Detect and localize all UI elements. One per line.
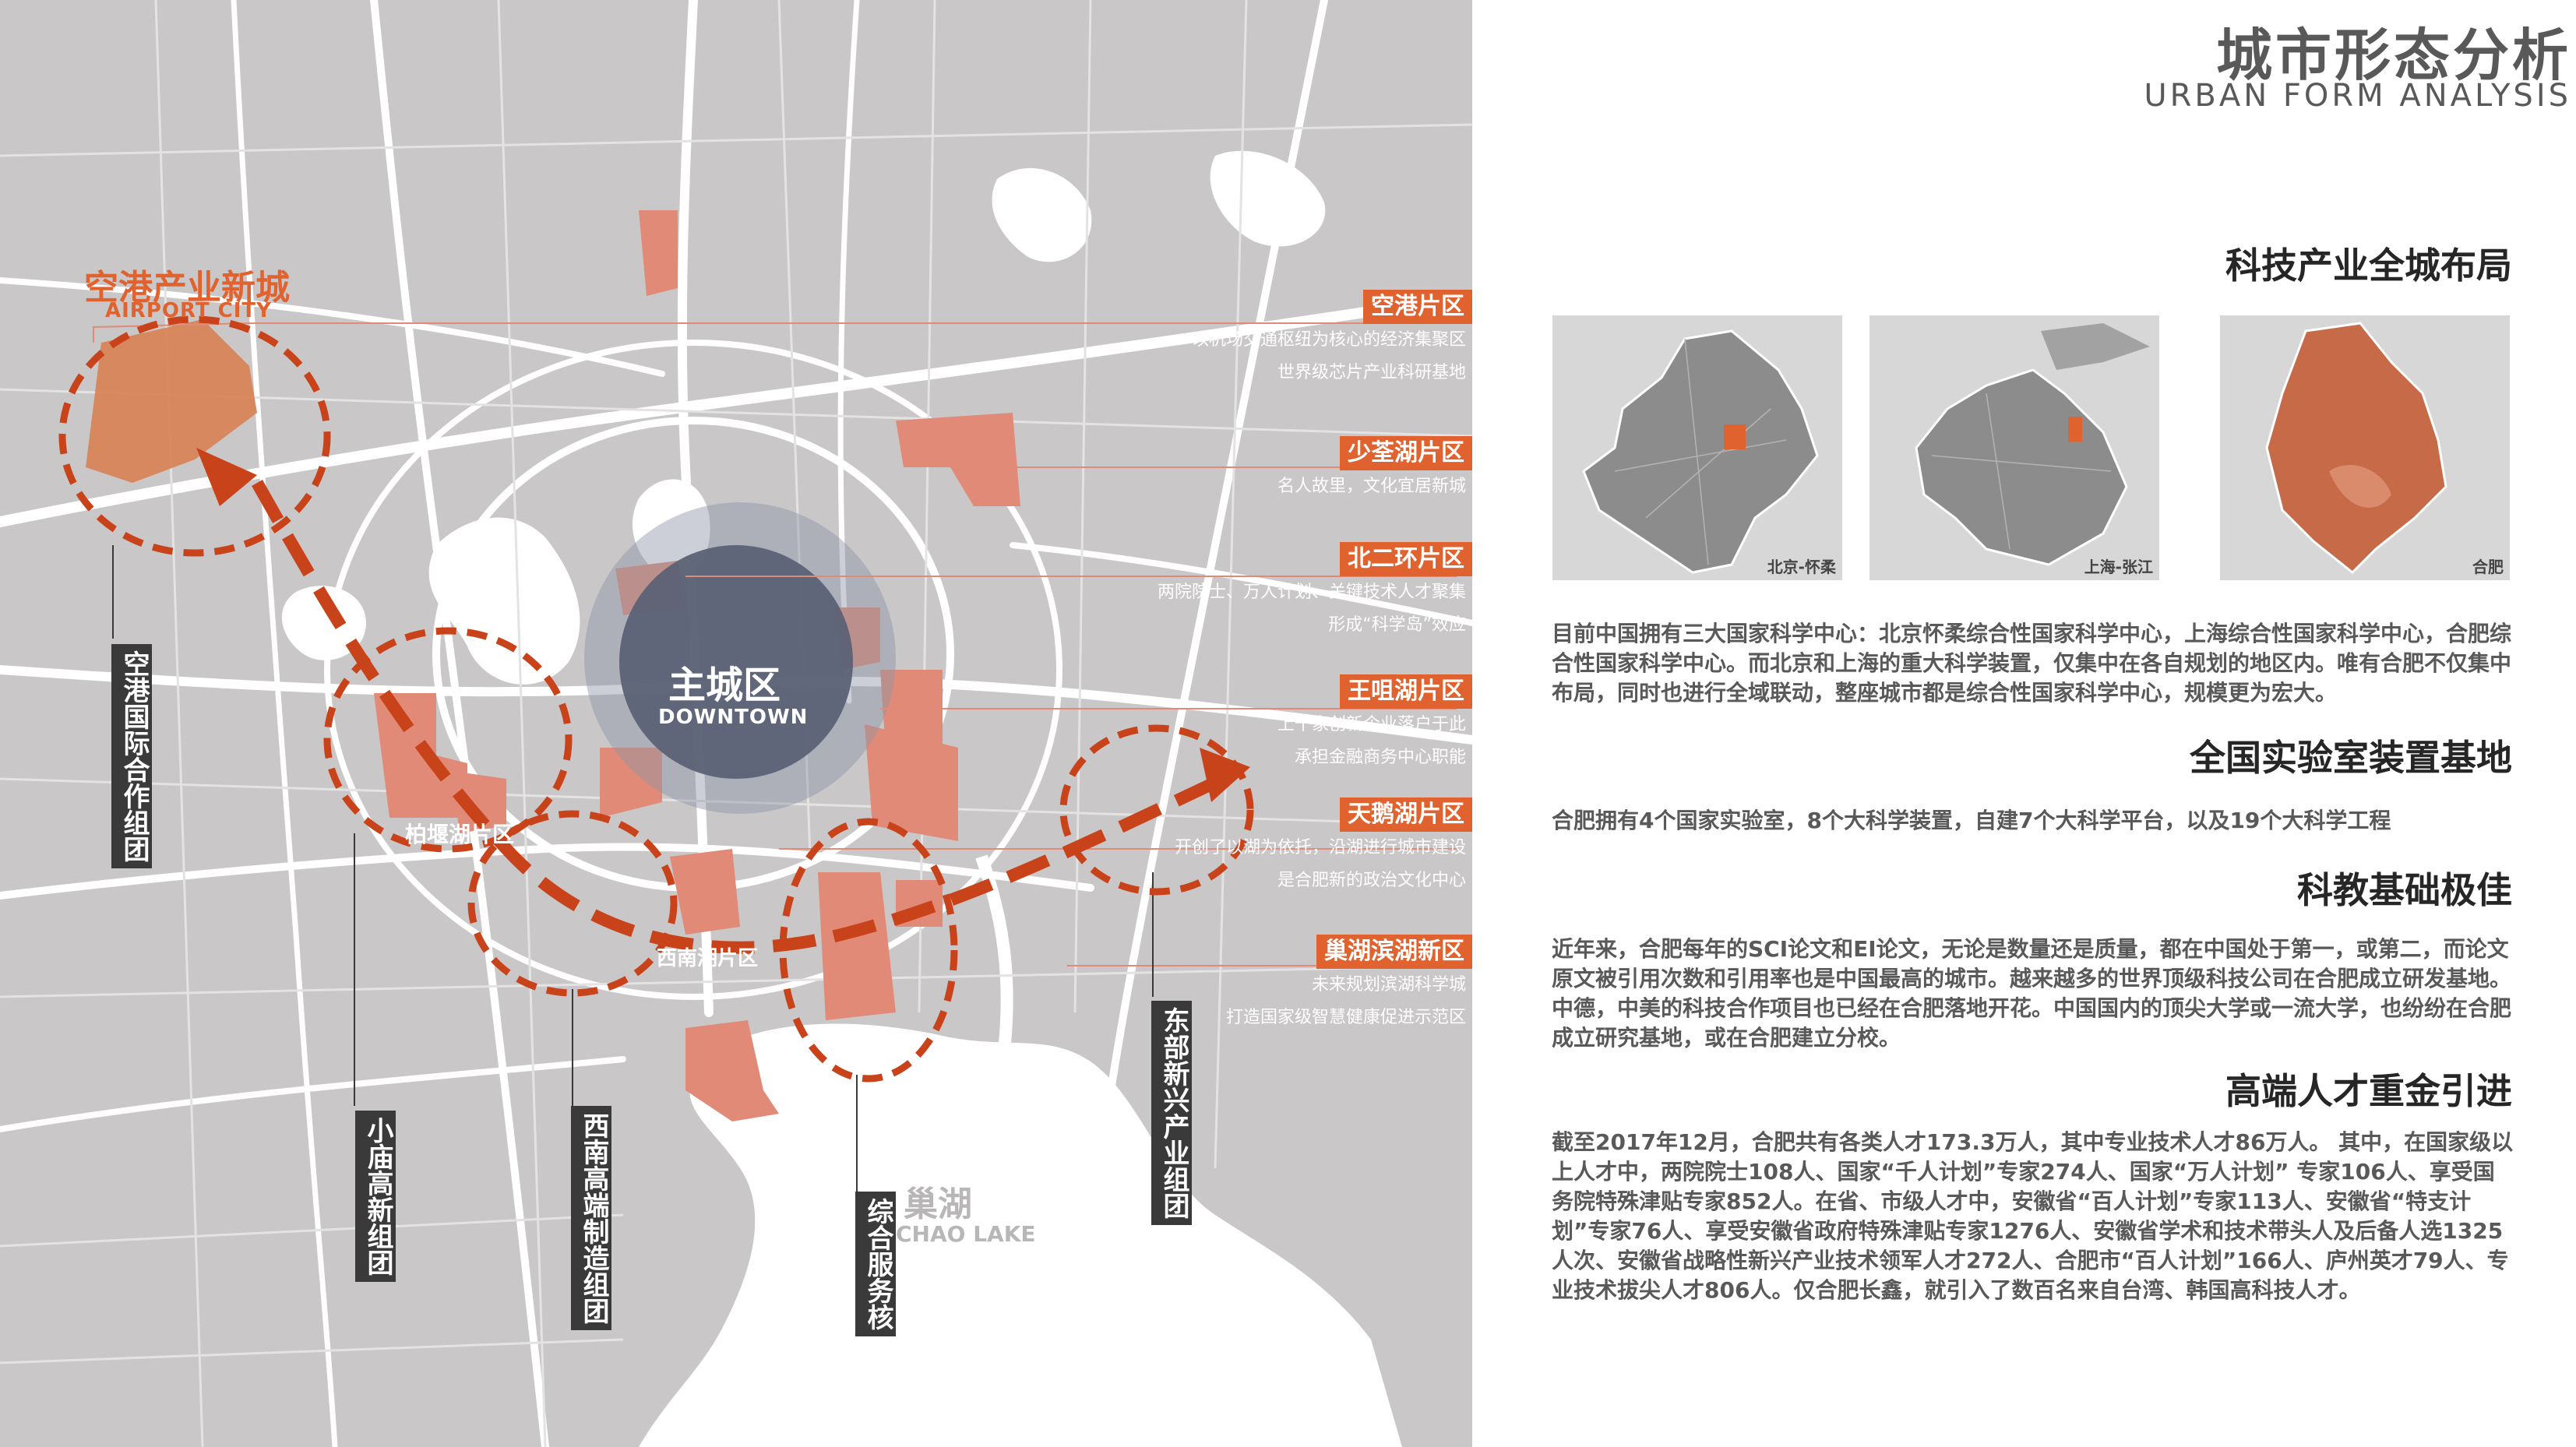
dongpu-reservoir bbox=[428, 517, 580, 685]
ring-east bbox=[1059, 724, 1254, 896]
downtown-label-en: DOWNTOWN bbox=[658, 706, 809, 729]
district-desc: 世界级芯片产业科研基地 bbox=[1277, 363, 1466, 382]
district-tag: 王咀湖片区 bbox=[1340, 674, 1472, 709]
cluster-label-service-core: 综合服务核 bbox=[855, 1192, 896, 1336]
cluster-label-airport-intl: 空港国际合作组团 bbox=[111, 644, 152, 868]
section-heading: 全国实验室装置基地 bbox=[2190, 737, 2512, 779]
downtown-label: 主城区 bbox=[668, 664, 781, 707]
west-lake bbox=[281, 586, 366, 660]
xinan-block bbox=[670, 849, 740, 935]
north-lake-1 bbox=[992, 167, 1092, 262]
cluster-rings bbox=[58, 315, 1254, 1083]
area-label-xinan: 西南湖片区 bbox=[657, 947, 759, 970]
cluster-label-east: 东部新兴产业组团 bbox=[1151, 1001, 1192, 1225]
hefei-outline bbox=[2265, 322, 2447, 575]
chao-lake bbox=[639, 1023, 1402, 1447]
downtown-south-block bbox=[600, 748, 662, 818]
section-body: 近年来，合肥每年的SCI论文和EI论文，无论是数量还是质量，都在中国处于第一，或… bbox=[1552, 936, 2512, 1051]
district-binhu: 巢湖滨湖新区 未来规划滨湖科学城 打造国家级智慧健康促进示范区 bbox=[1067, 935, 1472, 1034]
district-tag: 北二环片区 bbox=[1340, 542, 1472, 576]
lake-label-en: CHAO LAKE bbox=[896, 1221, 1036, 1247]
district-desc: 两院院士、万人计划、关键技术人才聚集 bbox=[1157, 583, 1466, 602]
development-axis bbox=[252, 480, 1226, 954]
beijing-outline bbox=[1582, 329, 1819, 574]
west-block bbox=[452, 771, 506, 833]
district-north-ring: 北二环片区 两院院士、万人计划、关键技术人才聚集 形成“科学岛”效应 bbox=[1067, 542, 1472, 642]
district-airport: 空港片区 以机场交通枢纽为核心的经济集聚区 世界级芯片产业科研基地 bbox=[1067, 290, 1472, 389]
binhu-block bbox=[685, 1020, 779, 1121]
cluster-label-southwest: 西南高端制造组团 bbox=[571, 1106, 611, 1330]
district-desc: 是合肥新的政治文化中心 bbox=[1277, 871, 1466, 890]
district-desc: 名人故里，文化宜居新城 bbox=[1277, 477, 1466, 496]
district-shaoquan: 少荃湖片区 名人故里，文化宜居新城 bbox=[1067, 436, 1472, 503]
district-desc: 打造国家级智慧健康促进示范区 bbox=[1225, 1008, 1466, 1027]
district-tag: 少荃湖片区 bbox=[1340, 436, 1472, 470]
section-heading: 科教基础极佳 bbox=[2297, 869, 2512, 911]
map-base bbox=[0, 0, 1472, 1447]
district-blocks bbox=[86, 210, 1020, 1121]
airport-city-subtitle: AIRPORT CITY bbox=[105, 299, 272, 322]
ring-southwest bbox=[467, 810, 678, 997]
analysis-panel: 城市形态分析 URBAN FORM ANALYSIS 科技产业全城布局 北京-怀… bbox=[1472, 0, 2576, 1447]
page-subtitle: URBAN FORM ANALYSIS bbox=[2144, 78, 2571, 114]
shaoquan-block bbox=[896, 413, 1020, 506]
section-body: 合肥拥有4个国家实验室，8个大科学装置，自建7个大科学平台，以及19个大科学工程 bbox=[1552, 808, 2391, 833]
district-desc: 承担金融商务中心职能 bbox=[1294, 748, 1466, 767]
north-lake-2 bbox=[1210, 150, 1326, 247]
axis-arrow-head-e bbox=[1200, 748, 1250, 802]
wangju-block-2 bbox=[865, 724, 958, 841]
shanghai-outline bbox=[1915, 323, 2150, 566]
ring-service bbox=[779, 818, 958, 1083]
district-desc: 上千家创新企业落户于此 bbox=[1277, 715, 1466, 734]
section-heading: 科技产业全城布局 bbox=[2225, 245, 2512, 287]
district-tiane: 天鹅湖片区 开创了以湖为依托，沿湖进行城市建设 是合肥新的政治文化中心 bbox=[1067, 797, 1472, 897]
district-wangju: 王咀湖片区 上千家创新企业落户于此 承担金融商务中心职能 bbox=[1067, 674, 1472, 774]
ring-airport bbox=[58, 315, 331, 557]
thumb-beijing: 北京-怀柔 bbox=[1552, 315, 1842, 580]
thumb-caption: 北京-怀柔 bbox=[1767, 558, 1836, 576]
thumb-caption: 合肥 bbox=[2472, 558, 2504, 576]
section-body: 目前中国拥有三大国家科学中心：北京怀柔综合性国家科学中心，上海综合性国家科学中心… bbox=[1552, 621, 2512, 706]
lake-label: 巢湖 bbox=[904, 1185, 972, 1224]
section-body: 截至2017年12月，合肥共有各类人才173.3万人，其中专业技术人才86万人。… bbox=[1552, 1129, 2514, 1303]
district-tag: 巢湖滨湖新区 bbox=[1316, 935, 1472, 969]
district-tag: 空港片区 bbox=[1363, 290, 1472, 324]
airport-block bbox=[86, 319, 257, 483]
thumb-caption: 上海-张江 bbox=[2084, 558, 2153, 576]
district-desc: 未来规划滨湖科学城 bbox=[1311, 975, 1466, 995]
cluster-label-xiaomiao: 小庙高新组团 bbox=[355, 1111, 396, 1282]
district-desc: 形成“科学岛”效应 bbox=[1328, 615, 1466, 635]
minor-roads bbox=[0, 0, 1472, 1447]
northern-block bbox=[639, 210, 678, 296]
ring-xiaomiao bbox=[323, 627, 573, 853]
district-desc: 开创了以湖为依托，沿湖进行城市建设 bbox=[1174, 838, 1466, 857]
area-label-bolin: 柏堰湖片区 bbox=[405, 822, 515, 847]
downtown-core bbox=[619, 545, 853, 779]
urban-map: 空港产业新城 AIRPORT CITY 主城区 DOWNTOWN 柏堰湖片区 西… bbox=[0, 0, 1472, 1447]
section-heading: 高端人才重金引进 bbox=[2225, 1070, 2512, 1112]
axis-arrow-head-nw bbox=[196, 448, 257, 506]
thumb-shanghai: 上海-张江 bbox=[1869, 315, 2159, 580]
xiaomiao-block bbox=[374, 693, 467, 818]
district-desc: 以机场交通枢纽为核心的经济集聚区 bbox=[1191, 330, 1466, 350]
airport-city-title: 空港产业新城 bbox=[84, 268, 290, 308]
page-title: 城市形态分析 bbox=[2215, 23, 2571, 88]
district-tag: 天鹅湖片区 bbox=[1340, 797, 1472, 832]
thumb-hefei: 合肥 bbox=[2220, 315, 2510, 580]
tiane-block bbox=[818, 872, 896, 1020]
